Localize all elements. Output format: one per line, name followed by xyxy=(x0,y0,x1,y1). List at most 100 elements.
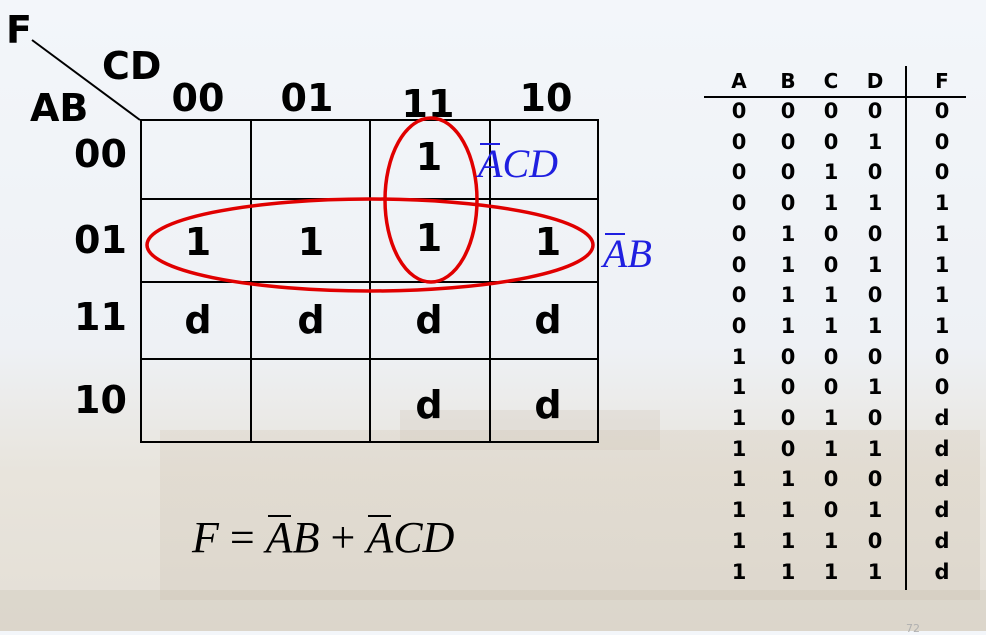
kmap-cell: d xyxy=(415,383,443,427)
truth-table-cell: 1 xyxy=(823,529,839,553)
truth-table-cell: 0 xyxy=(867,467,883,491)
kmap-cell: 1 xyxy=(415,135,443,179)
truth-table-cell: 0 xyxy=(867,283,883,307)
truth-table-cell: 1 xyxy=(934,191,950,215)
truth-table-cell: 0 xyxy=(780,406,796,430)
truth-table-cell: 0 xyxy=(823,222,839,246)
background-ground xyxy=(0,590,986,631)
truth-table-divider xyxy=(905,66,907,590)
equation-lhs: F xyxy=(192,513,219,562)
kmap-function-label: F xyxy=(6,8,32,52)
page-number: 72 xyxy=(906,622,920,635)
truth-table-cell: 1 xyxy=(731,467,747,491)
equation-equals: = xyxy=(229,513,255,562)
truth-table-cell: 1 xyxy=(934,253,950,277)
equation-plus: + xyxy=(330,513,356,562)
truth-table-cell: 1 xyxy=(934,222,950,246)
truth-table-cell: 0 xyxy=(731,160,747,184)
truth-table-cell: 1 xyxy=(867,191,883,215)
truth-table-cell: 0 xyxy=(823,253,839,277)
group-label-vertical: ACD xyxy=(478,141,558,187)
truth-table-cell: 1 xyxy=(731,437,747,461)
kmap-row-code: 00 xyxy=(74,132,127,176)
truth-table-cell: 1 xyxy=(823,191,839,215)
kmap-col-code: 10 xyxy=(519,76,573,120)
truth-table-cell: 1 xyxy=(823,283,839,307)
truth-table-cell: 1 xyxy=(731,345,747,369)
truth-table-cell: 1 xyxy=(731,375,747,399)
truth-table-cell: 0 xyxy=(823,467,839,491)
truth-table-cell: 0 xyxy=(731,283,747,307)
truth-table-cell: 1 xyxy=(823,160,839,184)
truth-table-cell: 1 xyxy=(867,253,883,277)
truth-table-cell: d xyxy=(934,560,950,584)
group-label-horizontal-bar: A xyxy=(603,231,628,276)
kmap-cell: 1 xyxy=(184,220,212,264)
truth-table-cell: 1 xyxy=(731,406,747,430)
kmap-cell: d xyxy=(297,298,325,342)
truth-table-cell: 0 xyxy=(780,191,796,215)
truth-table-cell: d xyxy=(934,467,950,491)
truth-table-cell: 0 xyxy=(731,253,747,277)
truth-table-cell: 0 xyxy=(934,99,950,123)
truth-table-cell: 1 xyxy=(780,253,796,277)
truth-table-cell: 1 xyxy=(867,375,883,399)
equation-term2-bar: A xyxy=(366,513,394,562)
truth-table-header: B xyxy=(780,69,796,93)
truth-table-cell: 0 xyxy=(823,345,839,369)
truth-table-cell: 0 xyxy=(867,345,883,369)
truth-table-cell: 0 xyxy=(731,314,747,338)
truth-table-header-rule xyxy=(704,96,966,98)
truth-table-cell: 1 xyxy=(780,467,796,491)
truth-table-cell: 1 xyxy=(934,314,950,338)
truth-table-cell: 1 xyxy=(823,314,839,338)
truth-table-cell: 0 xyxy=(867,99,883,123)
group-label-vertical-rest: CD xyxy=(502,141,559,186)
truth-table-cell: 1 xyxy=(934,283,950,307)
truth-table-cell: 0 xyxy=(780,160,796,184)
group-label-vertical-bar: A xyxy=(478,141,503,186)
truth-table-cell: 0 xyxy=(823,375,839,399)
kmap-row-code: 01 xyxy=(74,218,127,262)
truth-table-cell: 1 xyxy=(867,498,883,522)
truth-table-cell: 0 xyxy=(867,406,883,430)
truth-table-cell: 0 xyxy=(867,222,883,246)
kmap-grid-line xyxy=(142,281,597,283)
kmap-cell: d xyxy=(534,383,562,427)
truth-table-cell: 1 xyxy=(780,498,796,522)
kmap-cell: 1 xyxy=(534,220,562,264)
truth-table-header: C xyxy=(823,69,839,93)
truth-table-cell: 1 xyxy=(731,529,747,553)
kmap-cell: d xyxy=(184,298,212,342)
truth-table-cell: d xyxy=(934,498,950,522)
truth-table-cell: 1 xyxy=(780,560,796,584)
kmap-row-code: 11 xyxy=(74,295,127,339)
kmap-cell: d xyxy=(415,298,443,342)
truth-table-cell: 0 xyxy=(780,345,796,369)
equation-term1-rest: B xyxy=(292,513,320,562)
truth-table-cell: 0 xyxy=(867,160,883,184)
equation-term2-rest: CD xyxy=(393,513,455,562)
truth-table-cell: 1 xyxy=(823,437,839,461)
truth-table-header: A xyxy=(731,69,747,93)
truth-table-cell: 0 xyxy=(934,345,950,369)
truth-table-cell: 0 xyxy=(823,130,839,154)
truth-table-cell: 0 xyxy=(867,529,883,553)
truth-table-cell: 1 xyxy=(823,406,839,430)
truth-table-cell: 0 xyxy=(731,99,747,123)
truth-table-cell: 1 xyxy=(780,314,796,338)
truth-table-cell: 0 xyxy=(780,130,796,154)
truth-table-cell: 1 xyxy=(731,498,747,522)
kmap-cell: d xyxy=(534,298,562,342)
truth-table-header: F xyxy=(935,69,949,93)
kmap-row-code: 10 xyxy=(74,378,127,422)
truth-table-cell: 0 xyxy=(823,99,839,123)
truth-table-cell: 0 xyxy=(731,130,747,154)
truth-table-header: D xyxy=(866,69,884,93)
truth-table-cell: 1 xyxy=(731,560,747,584)
truth-table-cell: d xyxy=(934,406,950,430)
truth-table-cell: 1 xyxy=(780,283,796,307)
group-label-horizontal-rest: B xyxy=(627,231,652,276)
truth-table-cell: d xyxy=(934,437,950,461)
